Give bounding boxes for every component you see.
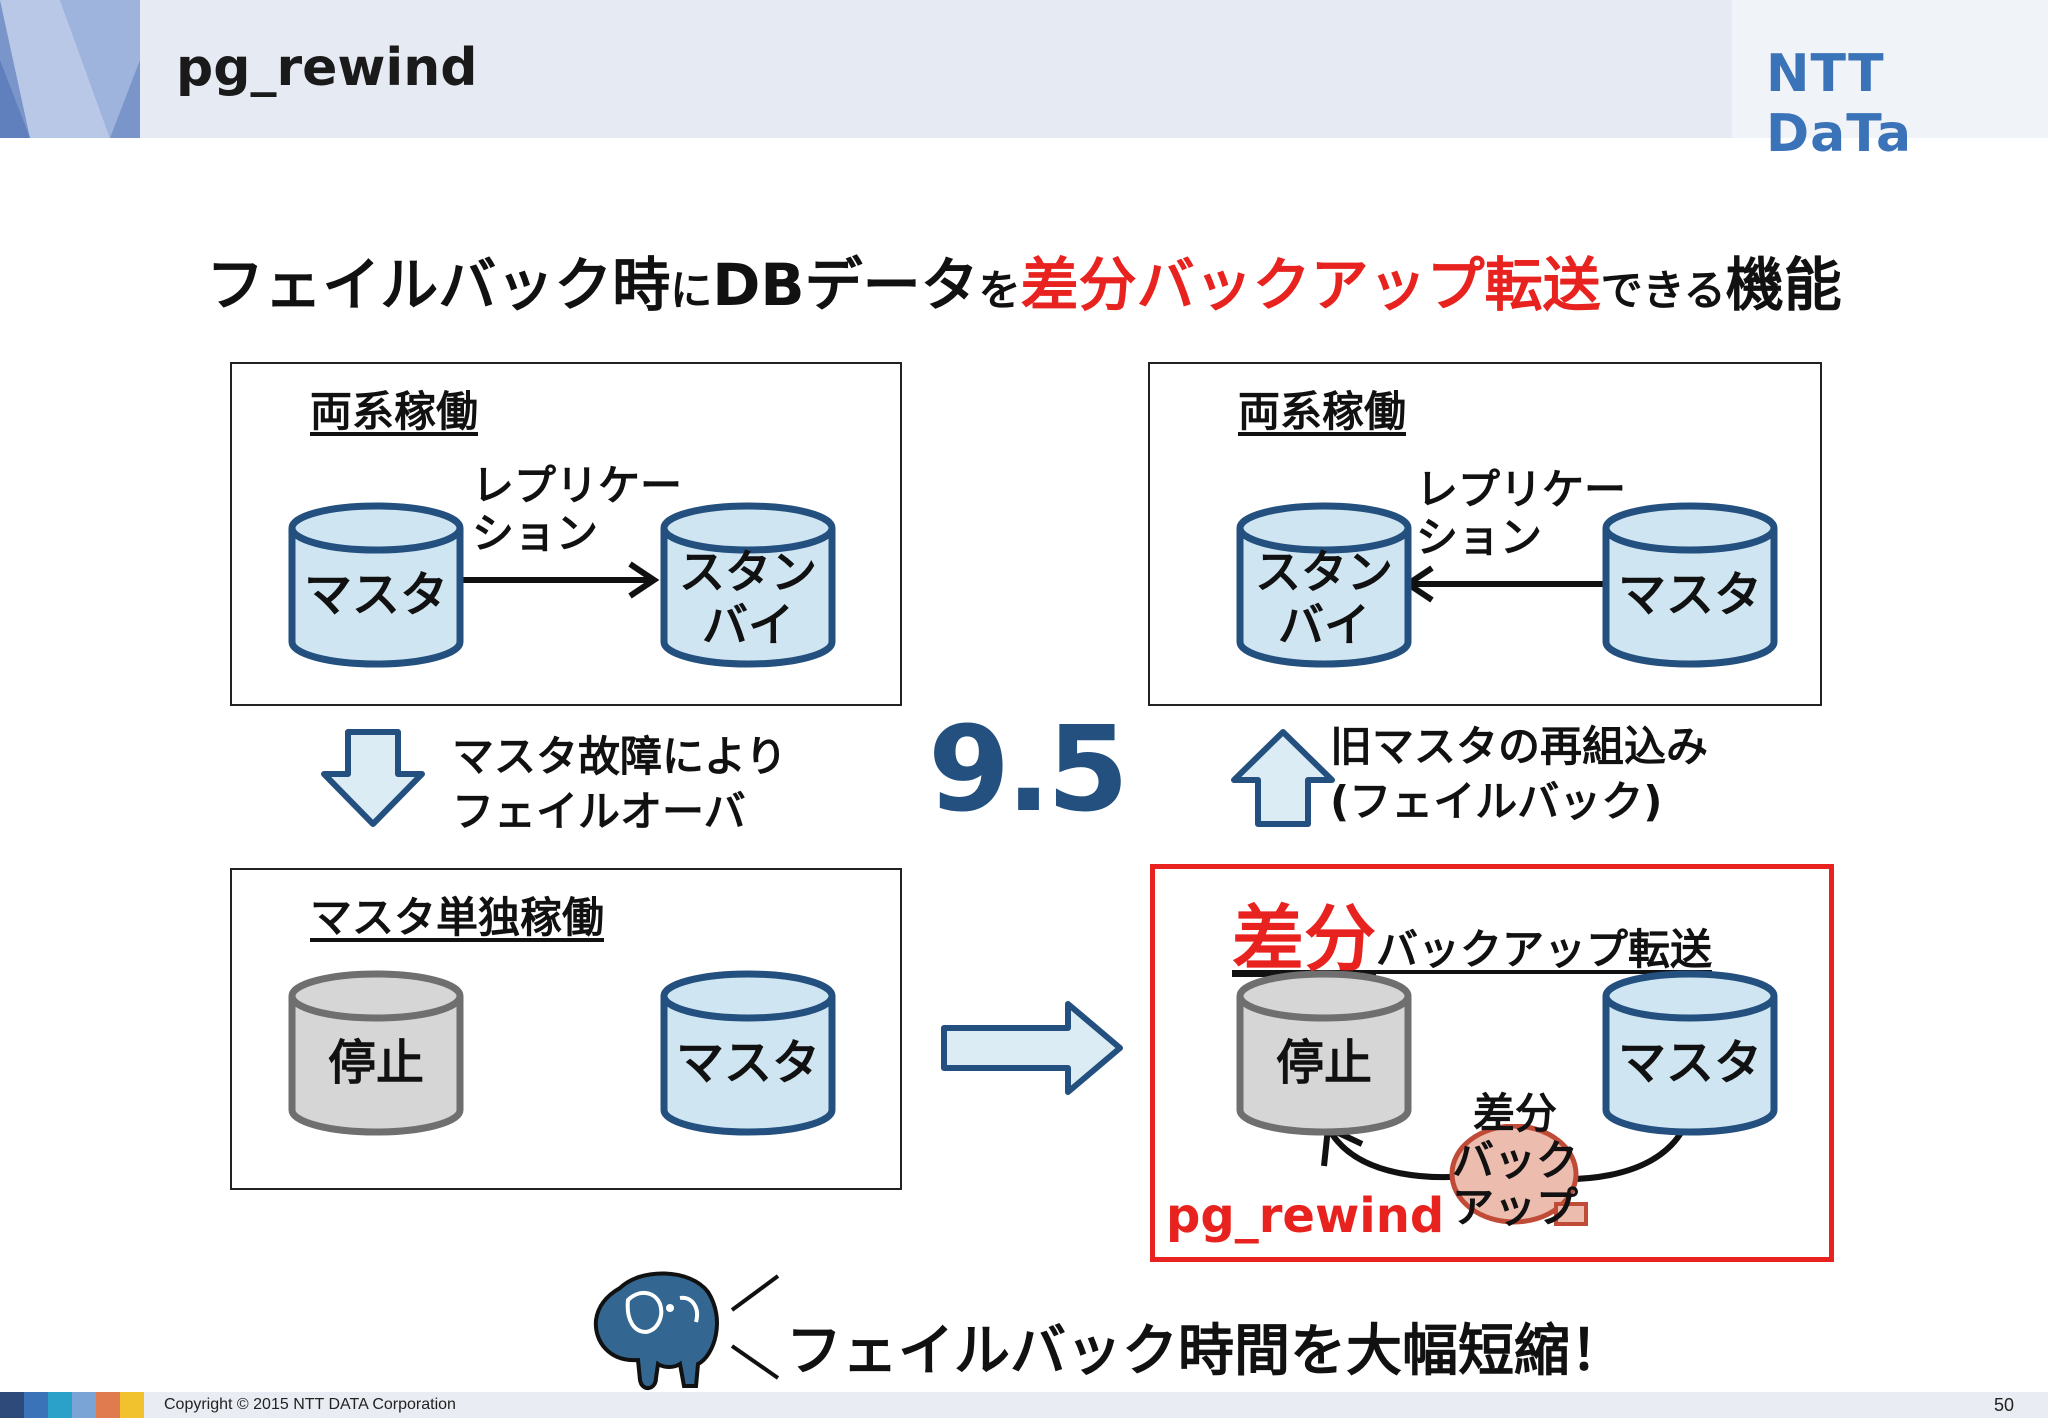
footer-color-block [72,1392,96,1418]
footer-color-block [0,1392,24,1418]
database-cylinder-icon [1236,970,1412,1136]
cylinder-label: 停止 [327,1035,424,1091]
database-cylinder-icon [1602,502,1778,668]
cylinder-label: スタンバイ [679,545,817,652]
headline-part2: に [670,266,713,315]
master-db-top-right: マスタ [1602,502,1778,668]
footer-color-block [96,1392,120,1418]
master-db-bottom-left: マスタ [660,970,836,1136]
right-arrow-icon [941,1001,1123,1095]
database-cylinder-icon [288,502,464,668]
failback-line1: 旧マスタの再組込み [1330,722,1709,771]
headline-part3: DBデータ [712,251,979,319]
standby-db-top-left: スタンバイ [660,502,836,668]
headline-part4: を [978,266,1021,315]
database-cylinder-icon [660,502,836,668]
standby-db-top-right: スタンバイ [1236,502,1412,668]
diff-line2: バック [1451,1136,1578,1186]
stopped-db-bottom-left: 停止 [288,970,464,1136]
headline-highlight: 差分バックアップ転送 [1020,251,1601,319]
up-arrow-icon [1231,729,1335,827]
logo-panel [1732,0,2048,138]
replication-arrow-left [1402,565,1605,603]
cylinder-label: スタンバイ [1255,545,1393,652]
down-arrow-icon [321,729,425,827]
headline: フェイルバック時にDBデータを差分バックアップ転送できる機能 [0,238,2048,322]
footer-color-block [120,1392,144,1418]
header-decoration [0,0,140,138]
footer-bar [0,1392,2048,1418]
top-right-label: 両系稼働 [1238,387,1407,436]
top-right-replication-label: レプリケー ション [1416,465,1627,563]
headline-part1: フェイルバック時 [206,251,671,319]
top-left-replication-label: レプリケー ション [472,461,683,559]
cylinder-label: マスタ [1617,567,1762,623]
cylinder-label: マスタ [1617,1035,1762,1091]
bottom-right-label: 差分バックアップ転送 [1232,880,1712,985]
ntt-data-logo: NTT DaTa [1766,44,1913,164]
slide-title: pg_rewind [176,38,478,98]
diff-backup-badge [1449,1124,1588,1226]
cylinder-label: 停止 [1275,1035,1372,1091]
master-db-bottom-right: マスタ [1602,970,1778,1136]
cylinder-label: マスタ [303,567,448,623]
diff-backup-text: 差分 バック アップ [1430,1090,1600,1231]
stopped-db-bottom-right: 停止 [1236,970,1412,1136]
headline-part6: 機能 [1725,251,1842,319]
database-cylinder-icon [1602,970,1778,1136]
replication-line1: レプリケー [1416,465,1627,514]
copyright-text: Copyright © 2015 NTT DATA Corporation [164,1396,456,1413]
failover-line2: フェイルオーバ [452,786,746,836]
failover-line1: マスタ故障により [452,732,788,781]
page-number: 50 [1994,1395,2015,1415]
pg-rewind-label: pg_rewind [1166,1188,1445,1244]
cylinder-label: マスタ [675,1035,820,1091]
master-db-top-left: マスタ [288,502,464,668]
database-cylinder-icon [1236,502,1412,668]
headline-part5: できる [1600,266,1726,315]
backup-transfer-label: バックアップ転送 [1376,925,1713,974]
header-bar [0,0,2048,138]
failover-text: マスタ故障により フェイルオーバ [452,730,787,839]
database-cylinder-icon [660,970,836,1136]
database-cylinder-icon [288,970,464,1136]
tagline: フェイルバック時間を大幅短縮！ [786,1319,1626,1384]
version-number: 9.5 [928,700,1129,838]
postgresql-elephant-icon [593,1271,719,1390]
replication-line1: レプリケー [472,461,683,510]
footer-color-block [48,1392,72,1418]
failback-line2: (フェイルバック) [1330,776,1663,826]
emphasis-lines [730,1274,780,1380]
replication-line2: ション [472,509,599,559]
replication-arrow-right [450,561,660,599]
diff-line1: 差分 [1472,1089,1557,1138]
diff-big-label: 差分 [1232,897,1377,981]
replication-line2: ション [1416,513,1543,563]
footer-color-block [24,1392,48,1418]
top-left-label: 両系稼働 [310,387,479,436]
bottom-left-label: マスタ単独稼働 [310,893,605,942]
failback-text: 旧マスタの再組込み (フェイルバック) [1330,720,1708,829]
diff-line3: アップ [1451,1183,1578,1233]
